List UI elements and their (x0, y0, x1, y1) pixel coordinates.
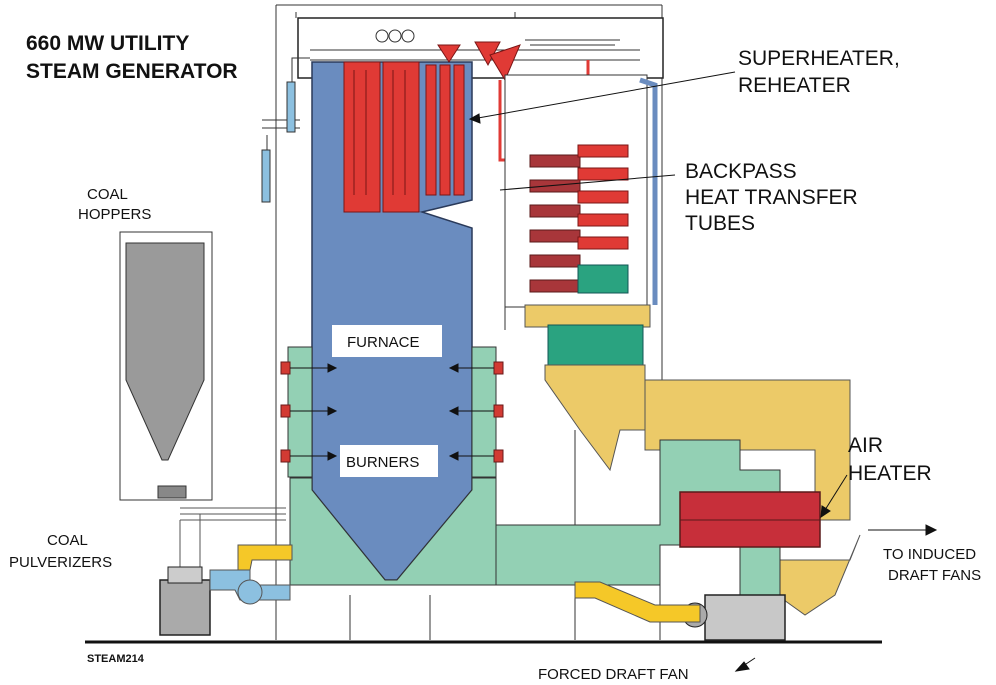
fd-air-duct (574, 581, 701, 623)
backpass-green-bank (577, 264, 629, 294)
drawing-id-label: STEAM214 (87, 653, 145, 665)
pulverizer-body (159, 579, 211, 636)
superheater-panels (343, 41, 521, 213)
left-gauge-upper (286, 81, 296, 133)
left-gauge-lower (261, 149, 271, 203)
forced-draft-fan-body (704, 594, 786, 641)
coal-hoppers-label-line1: COAL (87, 186, 128, 203)
to-induced-label-line2: DRAFT FANS (888, 567, 981, 584)
burners-label-box (340, 445, 438, 477)
pulverizer-blue-fan (237, 579, 263, 605)
to-induced-label-line1: TO INDUCED (883, 546, 976, 563)
backpass-label-line1: BACKPASS (685, 160, 797, 183)
riser-pipe (639, 77, 658, 305)
superheater-label-line1: SUPERHEATER, (738, 47, 900, 70)
furnace-hopper-teal (289, 477, 497, 586)
air-heater-label-line1: AIR (848, 434, 883, 457)
coal-hoppers-label-line2: HOPPERS (78, 206, 151, 223)
coal-hopper-frame (119, 231, 213, 501)
burner-arrows (290, 363, 494, 461)
title-line1: 660 MW UTILITY (26, 32, 189, 55)
pulverizer-top (167, 566, 203, 584)
furnace-label: FURNACE (347, 334, 420, 351)
left-windbox (287, 346, 313, 478)
burners-label: BURNERS (346, 454, 419, 471)
air-heater-label-line2: HEATER (848, 462, 932, 485)
coal-hopper (125, 242, 205, 461)
economizer-green (547, 324, 644, 366)
backpass-dark-red-tubes (529, 154, 581, 293)
backpass-red-tubes (577, 144, 629, 250)
economizer-yellow (524, 304, 651, 328)
backpass-label-line2: HEAT TRANSFER (685, 186, 858, 209)
backpass-label-line3: TUBES (685, 212, 755, 235)
header-piping (310, 29, 640, 61)
flue-hopper (544, 364, 646, 472)
pointer-lines (468, 71, 938, 672)
coal-pulverizers-label-line1: COAL (47, 532, 88, 549)
coal-feeder (157, 485, 187, 499)
title-line2: STEAM GENERATOR (26, 60, 238, 83)
furnace-label-box (332, 325, 442, 357)
burner-ports (280, 361, 504, 463)
forced-draft-fan-label: FORCED DRAFT FAN (538, 666, 689, 683)
superheater-label-line2: REHEATER (738, 74, 851, 97)
right-windbox (471, 346, 497, 478)
superheater-lines (353, 70, 406, 195)
coal-pulverizers-label-line2: PULVERIZERS (9, 554, 112, 571)
